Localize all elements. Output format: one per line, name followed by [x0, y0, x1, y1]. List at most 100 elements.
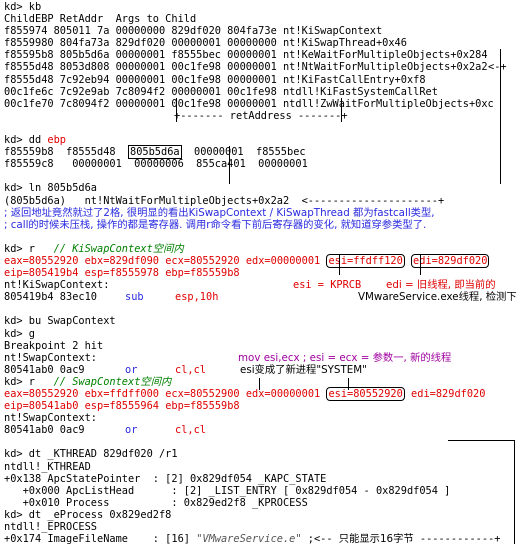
reg-edi: edi=829df020 — [411, 253, 490, 268]
r-cmd: kd> r — [4, 242, 54, 255]
retaddress-bracket-left — [176, 98, 177, 122]
instr-1-mnemonic: sub — [125, 291, 144, 304]
reg2-edx: edx=00000001 — [245, 388, 321, 400]
symbol-1-text: nt!KiSwapContext: — [4, 279, 110, 292]
prompt-dd[interactable]: kd> dd ebp — [4, 134, 522, 146]
prompt-ln[interactable]: kd> ln 805b5d6a — [4, 182, 97, 195]
dd-row-1-a: f85559b8 f8555d48 — [4, 146, 128, 159]
instruction-2: 80541ab0 0ac9 or cl,cl esi变成了新进程"SYSTEM" — [4, 364, 522, 376]
vmware-thread-note: VMwareService.exe线程, 检测下 — [358, 291, 517, 304]
stack-frame-5: f8555d48 7c92eb94 00000001 00c1fe98 0000… — [4, 73, 426, 86]
stack-frame-4: f8555d48 8053d808 00000001 00c1fe98 0000… — [4, 61, 522, 73]
r-comment: // KiSwapContext空间内 — [53, 242, 184, 255]
prompt-g[interactable]: kd> g — [4, 327, 35, 340]
stack-frame-7: 00c1fe70 7c8094f2 00000001 00c1fe98 0000… — [4, 97, 494, 110]
imagefilename-tail: ------------+ — [413, 533, 501, 546]
kb-header: ChildEBP RetAddr Args to Child — [4, 13, 197, 26]
reg-eax: eax=80552920 — [4, 254, 79, 267]
instr-3-operands: cl,cl — [175, 424, 206, 437]
ln-arrow: <---------------------+ — [289, 194, 445, 207]
edi-connector — [420, 255, 421, 275]
sixteen-byte-note: 只能显示16字节 — [338, 533, 414, 546]
esi-system-connector-left — [259, 378, 260, 390]
eprocess-type: ntdll!_EPROCESS — [4, 521, 97, 534]
prompt-r-2[interactable]: kd> r // SwapContext空间内 — [4, 376, 522, 388]
instr-3-mnemonic: or — [125, 424, 138, 437]
symbol-3: nt!SwapContext: — [4, 412, 97, 425]
note-fastcall-1: ; 返回地址竟然就过了2格, 很明显的看出KiSwapContext / KiS… — [4, 206, 435, 219]
prompt-r-1[interactable]: kd> r // KiSwapContext空间内 — [4, 243, 522, 255]
mov-esi-note: mov esi,ecx ; esi = ecx = 参数一, 新的线程 — [238, 351, 452, 364]
reg-ecx: ecx=80552920 — [165, 254, 240, 267]
kthread-field-apclisthead: +0x000 ApcListHead : [2] _LIST_ENTRY [ 0… — [4, 484, 451, 497]
registers-1a: eax=80552920 ebx=829df090 ecx=80552920 e… — [4, 253, 522, 268]
dd-register: ebp — [47, 134, 67, 147]
retaddress-bracket-right — [341, 98, 342, 122]
symbol-2-text: nt!SwapContext: — [4, 351, 97, 364]
reg2-eax: eax=80552920 — [4, 388, 79, 400]
reg2-ebx: ebx=ffdff000 — [84, 388, 160, 400]
stack-frame-1: f855974 805011 7a 00000000 829df020 804f… — [4, 25, 383, 38]
retaddress-bracket: +------- retAddress -------+ — [4, 110, 522, 122]
ln-symbol: nt!NtWaitForMultipleObjects+0x2a2 — [66, 194, 290, 207]
reg2-edi: edi=829df020 — [411, 388, 486, 400]
stack-frame-4-text: f8555d48 8053d808 00000001 00c1fe98 0000… — [4, 61, 488, 74]
ln-result: (805b5d6a) nt!NtWaitForMultipleObjects+0… — [4, 195, 522, 207]
blank — [4, 122, 522, 134]
instr-2-addr: 80541ab0 0ac9 — [4, 363, 85, 376]
esi-system-connector-right — [348, 378, 349, 390]
instr-1-operands: esp,10h — [175, 291, 219, 304]
esi-system-note: esi变成了新进程"SYSTEM" — [240, 363, 367, 376]
symbol-2: nt!SwapContext: mov esi,ecx ; esi = ecx =… — [4, 352, 522, 364]
prompt-kb[interactable]: kd> kb — [4, 1, 42, 13]
reg-edx: edx=00000001 — [245, 254, 321, 267]
stack-frame-3: f85595b8 805b5d6a 00000001 f8555bec 0000… — [4, 49, 488, 62]
boxed-address-connector — [229, 146, 230, 184]
prompt-dt-eprocess[interactable]: kd> dt _eProcess 0x829ed2f8 — [4, 508, 172, 521]
ln-connector-right — [500, 121, 501, 184]
note-fastcall-2: ; call的时候未压栈, 操作的都是寄存器. 调用r命令看下前后寄存器的变化,… — [4, 218, 427, 231]
eprocess-connector-top — [448, 440, 514, 441]
reg2-ebp: ebp=f85559b8 — [165, 400, 240, 413]
eprocess-connector-vertical — [514, 440, 515, 544]
imagefilename-arrow: ;<-- — [301, 533, 339, 546]
registers-1b: eip=805419b4 esp=f8555978 ebp=f85559b8 — [4, 267, 522, 279]
reg2-eip: eip=80541ab0 — [4, 400, 79, 413]
r2-comment: // SwapContext空间内 — [53, 375, 172, 388]
reg2-esi: esi=80552920 — [326, 387, 405, 401]
prompt-dt-kthread[interactable]: kd> dt _KTHREAD 829df020 /r1 — [4, 448, 178, 461]
eprocess-field-imagefilename: +0x174 ImageFileName : [16] "VMwareServi… — [4, 533, 522, 545]
frame-connector-vertical — [500, 49, 501, 121]
boxed-return-address: 805b5d6a — [128, 145, 182, 160]
stack-frame-2: f8559980 804fa73a 829df020 00000001 0000… — [4, 37, 407, 50]
edi-old-thread-note: edi = 旧线程, 即当前的 — [386, 279, 496, 292]
dd-row-2: f85559c8 00000001 00000006 855ca401 0000… — [4, 158, 308, 171]
prompt-bu[interactable]: kd> bu SwapContext — [4, 315, 116, 328]
kthread-field-apcstatepointer: +0x138 ApcStatePointer : [2] 0x829df054 … — [4, 472, 327, 485]
reg-esp: esp=f8555978 — [84, 267, 160, 280]
kthread-field-process: +0x010 Process : 0x829ed2f8 _KPROCESS — [4, 496, 308, 509]
r2-cmd: kd> r — [4, 375, 54, 388]
imagefilename-value: "VMwareService.e" — [196, 533, 302, 546]
blank — [4, 231, 522, 243]
kthread-type: ntdll!_KTHREAD — [4, 460, 91, 473]
blank — [4, 436, 522, 448]
frame-arrow-left: <-+ — [488, 61, 507, 74]
reg2-esp: esp=f8555964 — [84, 400, 160, 413]
instr-2-mnemonic: or — [125, 363, 138, 376]
breakpoint-hit: Breakpoint 2 hit — [4, 339, 104, 352]
reg-ebx: ebx=829df090 — [84, 254, 160, 267]
dd-row-1: f85559b8 f8555d48 805b5d6a 00000001 f855… — [4, 145, 522, 160]
instr-2-operands: cl,cl — [175, 363, 206, 376]
dd-row-1-b: 00000001 f8555bec — [181, 146, 306, 159]
blank — [4, 170, 522, 182]
registers-2b: eip=80541ab0 esp=f8555964 ebp=f85559b8 — [4, 400, 522, 412]
kernel-debugger-console: kd> kb ChildEBP RetAddr Args to Child f8… — [4, 1, 522, 545]
dd-cmd: kd> dd — [4, 134, 48, 147]
imagefilename-label: +0x174 ImageFileName : [16] — [4, 533, 197, 546]
retaddress-label: +------- retAddress -------+ — [174, 109, 348, 122]
stack-frame-6: 00c1fe6c 7c92e9ab 7c8094f2 00000001 00c1… — [4, 85, 438, 98]
